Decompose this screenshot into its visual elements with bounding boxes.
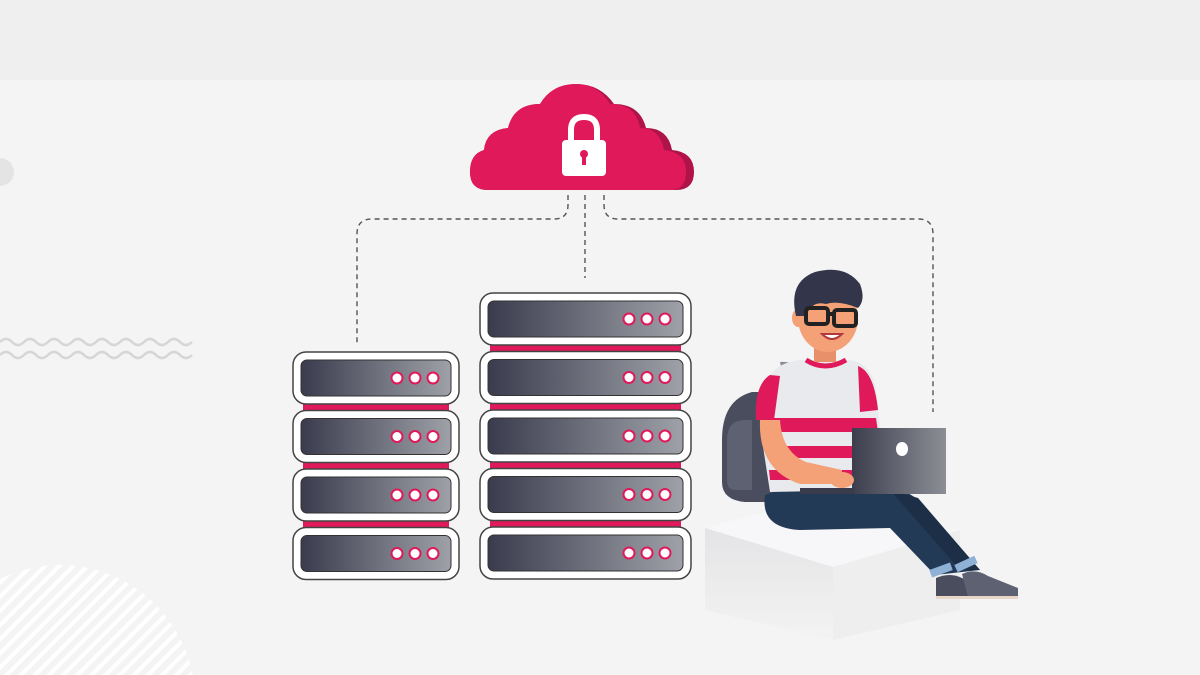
cloud-body	[470, 84, 686, 190]
indicator-light	[408, 430, 422, 443]
server-unit	[292, 526, 460, 581]
indicator-light	[658, 488, 672, 501]
indicator-light	[658, 546, 672, 560]
server-unit	[479, 467, 692, 522]
indicator-light	[390, 430, 404, 443]
indicator-light	[658, 312, 672, 326]
server-divider	[303, 519, 449, 530]
padlock-icon	[562, 113, 606, 176]
smile	[819, 333, 845, 340]
server-unit	[479, 292, 692, 346]
indicator-light	[408, 488, 422, 502]
indicator-light	[390, 547, 404, 560]
laptop-icon	[800, 428, 946, 494]
indicator-light	[426, 371, 440, 385]
top-band	[0, 0, 1200, 80]
indicator-light	[408, 371, 422, 385]
indicator-light	[640, 546, 654, 560]
server-unit	[292, 409, 460, 464]
connector-right	[603, 195, 934, 412]
server-divider	[490, 460, 681, 471]
server-divider	[490, 401, 681, 412]
person-with-laptop	[722, 269, 1018, 599]
center-server-stack	[479, 292, 692, 580]
head	[792, 269, 863, 352]
server-divider	[490, 518, 681, 529]
indicator-light	[658, 371, 672, 384]
indicator-light	[426, 430, 440, 443]
server-unit	[292, 468, 460, 522]
indicator-light	[640, 488, 654, 501]
indicator-light	[408, 547, 422, 560]
left-server-stack	[292, 351, 460, 581]
indicator-light	[622, 488, 636, 501]
indicator-light	[622, 371, 636, 384]
server-unit	[292, 351, 460, 405]
indicator-light	[640, 371, 654, 384]
glasses-icon	[804, 306, 858, 328]
indicator-light	[640, 312, 654, 326]
decorative-circle	[0, 158, 14, 186]
server-unit	[479, 350, 692, 405]
indicator-light	[622, 546, 636, 560]
indicator-light	[426, 547, 440, 560]
server-divider	[303, 460, 449, 471]
indicator-light	[640, 429, 654, 443]
network-connectors	[356, 195, 934, 412]
indicator-light	[622, 429, 636, 443]
decorative-striped-circle	[0, 565, 193, 675]
server-unit	[479, 526, 692, 580]
indicator-light	[426, 488, 440, 502]
indicator-light	[622, 312, 636, 326]
indicator-light	[390, 371, 404, 385]
server-divider	[303, 402, 449, 413]
shoes	[936, 571, 1018, 599]
hair	[794, 269, 863, 316]
server-divider	[490, 343, 681, 354]
decorative-wavy-lines	[0, 337, 193, 360]
indicator-light	[390, 488, 404, 502]
indicator-light	[658, 429, 672, 443]
cloud-icon	[470, 84, 694, 190]
server-unit	[479, 409, 692, 463]
arm	[759, 420, 842, 484]
hand	[830, 472, 854, 488]
